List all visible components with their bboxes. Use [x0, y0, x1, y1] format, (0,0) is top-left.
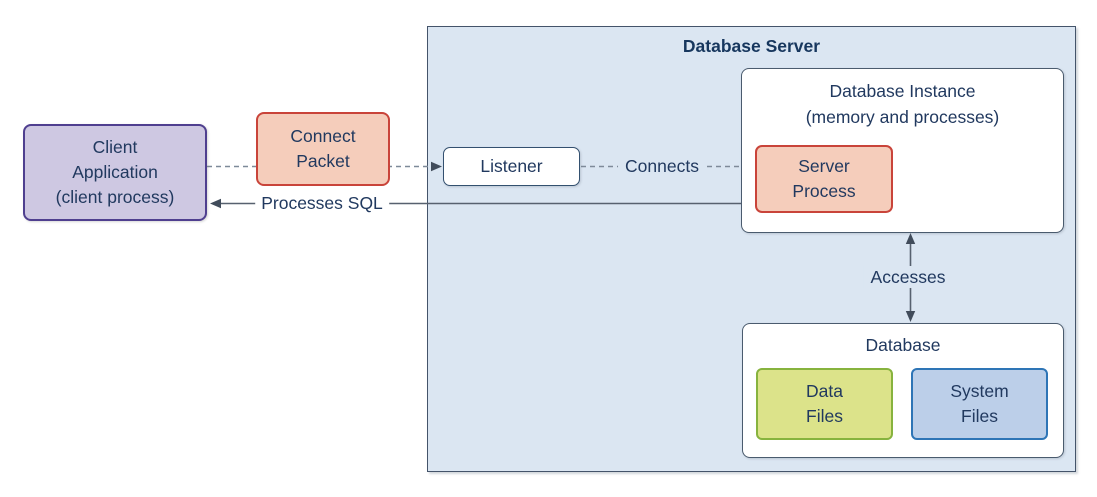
client-application-subtitle: (client process) — [55, 187, 175, 207]
data-files-node: Data Files — [756, 368, 893, 440]
listener-node: Listener — [443, 147, 580, 186]
processes-sql-left-arrowhead — [210, 198, 221, 209]
server-process-node: Server Process — [755, 145, 893, 213]
server-process-label: Server Process — [792, 156, 856, 201]
client-application-node: Client Application (client process) — [23, 124, 207, 221]
database-title: Database — [865, 335, 941, 355]
listener-label: Listener — [480, 156, 543, 176]
client-application-title: Client Application — [72, 137, 158, 182]
connect-packet-label: Connect Packet — [290, 126, 356, 171]
connects-edge-label: Connects — [618, 155, 706, 177]
system-files-node: System Files — [911, 368, 1048, 440]
connect-packet-node: Connect Packet — [256, 112, 390, 186]
accesses-edge-label: Accesses — [863, 266, 953, 288]
database-instance-title: Database Instance (memory and processes) — [806, 69, 1000, 130]
processes-sql-edge-label: Processes SQL — [255, 192, 389, 214]
database-server-title: Database Server — [682, 36, 821, 56]
database-instance-title-line2: (memory and processes) — [805, 107, 1000, 127]
database-instance-title-line1: Database Instance — [829, 81, 976, 101]
system-files-label: System Files — [950, 381, 1009, 426]
data-files-label: Data Files — [806, 381, 843, 426]
